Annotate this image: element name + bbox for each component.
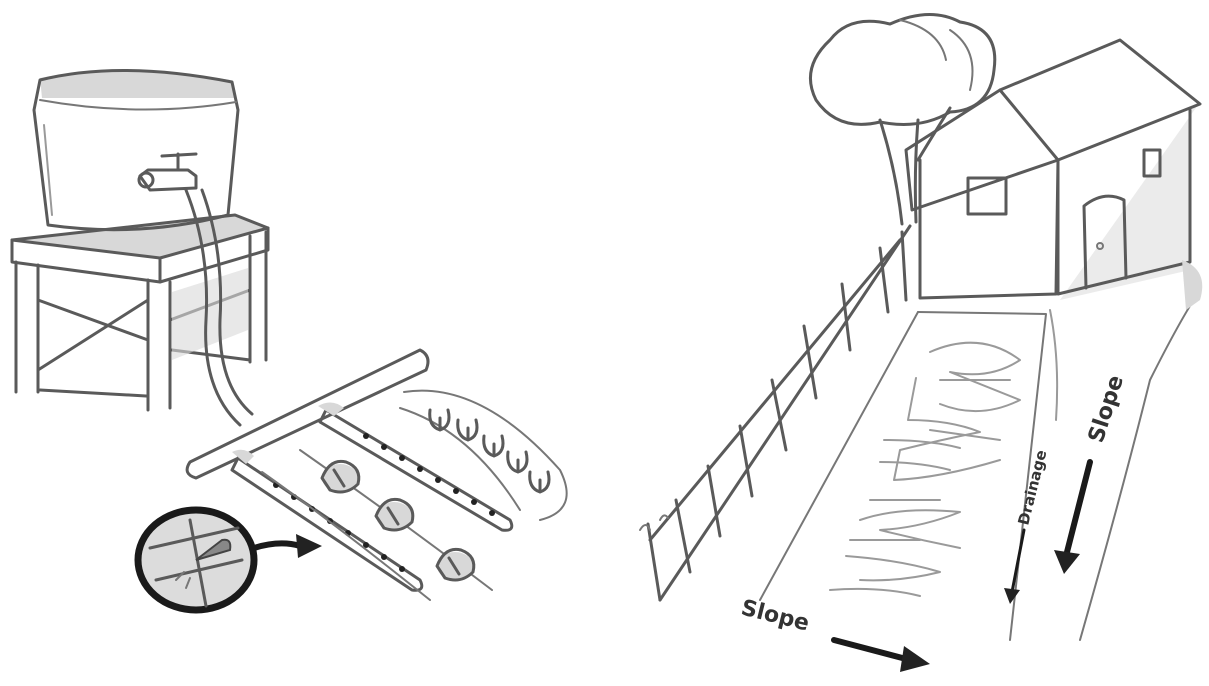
slope-right-label: Slope [1084, 372, 1129, 446]
swale-bed [760, 260, 1202, 640]
garden-bed-rows [262, 391, 567, 600]
dripper-detail-callout [138, 510, 322, 610]
slope-bottom-label: Slope [739, 596, 812, 637]
tank-tap [139, 154, 196, 190]
header-pipe [187, 350, 428, 478]
lettuce-plants [322, 461, 474, 580]
slope-right-arrow-icon [1054, 550, 1080, 574]
slope-annotation-bottom: Slope [739, 596, 930, 672]
callout-arrow-icon [296, 534, 322, 558]
seedling-plants [430, 410, 549, 492]
slope-bottom-arrow-icon [900, 646, 930, 672]
slope-annotation-right: Slope [1054, 372, 1129, 574]
drainage-label: Drainage [1014, 448, 1050, 527]
drainage-annotation: Drainage [1004, 448, 1050, 604]
swale-contours [830, 343, 1020, 596]
fence [640, 226, 910, 600]
house [906, 40, 1200, 300]
drainage-arrow-icon [1004, 588, 1020, 604]
